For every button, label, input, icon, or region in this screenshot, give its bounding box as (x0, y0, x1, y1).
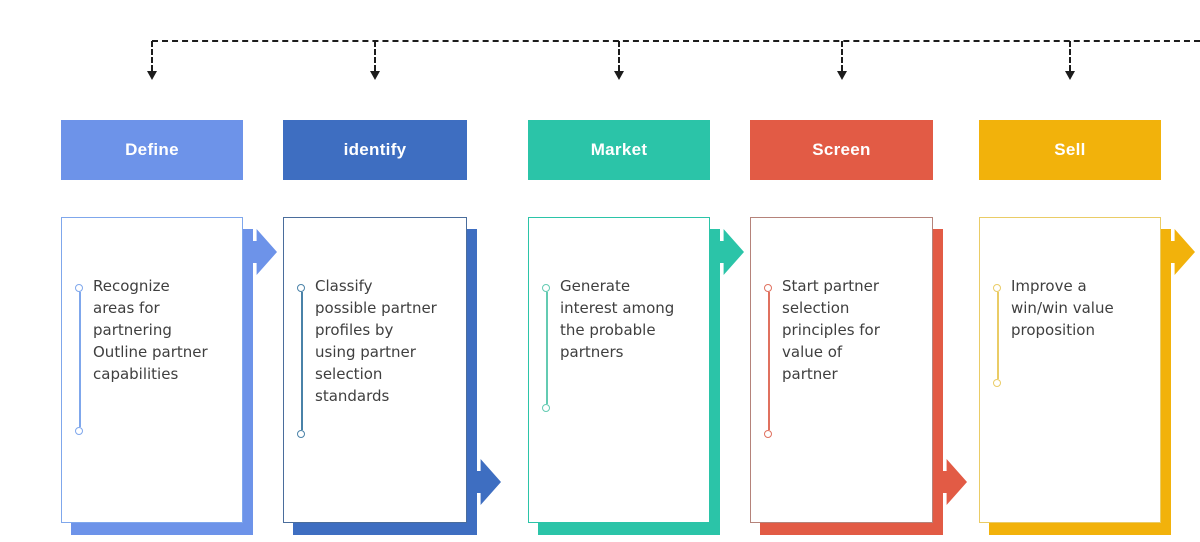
stage-description: Start partner selection principles for v… (782, 277, 880, 383)
stage-header: identify (283, 120, 467, 180)
marker-line (300, 292, 303, 430)
timeline-marker (75, 284, 85, 435)
stage-sell: Sell Improve a win/win value proposition (979, 0, 1195, 542)
stage-card: Improve a win/win value proposition (979, 217, 1161, 523)
stage-title: Sell (1054, 140, 1086, 159)
stage-card: Recognize areas for partnering Outline p… (61, 217, 243, 523)
stage-description: Improve a win/win value proposition (1011, 277, 1114, 339)
stage-card: Classify possible partner profiles by us… (283, 217, 467, 523)
stage-header: Screen (750, 120, 933, 180)
connector-arrowhead-icon (1065, 71, 1075, 80)
stage-header: Sell (979, 120, 1161, 180)
stage-identify: identify Classify possible partner profi… (283, 0, 501, 542)
stage-description: Classify possible partner profiles by us… (315, 277, 437, 405)
stage-title: identify (343, 140, 407, 159)
connector-drop-line (840, 41, 843, 71)
marker-line (545, 292, 548, 404)
connector-arrowhead-icon (836, 71, 847, 80)
stage-description: Generate interest among the probable par… (560, 277, 675, 361)
marker-top-dot (993, 284, 1001, 292)
stage-card: Start partner selection principles for v… (750, 217, 933, 523)
marker-line (78, 292, 81, 427)
stage-define: Define Recognize areas for partnering Ou… (61, 0, 277, 542)
marker-line (996, 292, 999, 379)
connector-drop-line (374, 41, 376, 71)
marker-bottom-dot (764, 430, 772, 438)
stage-title: Screen (812, 140, 871, 159)
marker-top-dot (297, 284, 305, 292)
connector-drop-line (151, 41, 153, 71)
stage-market: Market Generate interest among the proba… (528, 0, 744, 542)
connector-arrowhead-icon (147, 71, 157, 80)
stage-title: Market (590, 140, 648, 159)
stage-screen: Screen Start partner selection principle… (750, 0, 967, 542)
stage-header: Market (528, 120, 710, 180)
timeline-marker (764, 284, 774, 438)
connector-arrowhead-icon (370, 71, 380, 80)
marker-top-dot (764, 284, 772, 292)
stage-header: Define (61, 120, 243, 180)
marker-bottom-dot (993, 379, 1001, 387)
connector-arrowhead-icon (614, 71, 624, 80)
stage-description: Recognize areas for partnering Outline p… (93, 277, 208, 383)
timeline-marker (993, 284, 1003, 387)
marker-top-dot (75, 284, 83, 292)
marker-bottom-dot (542, 404, 550, 412)
connector-drop-line (1069, 41, 1071, 71)
marker-top-dot (542, 284, 550, 292)
timeline-marker (297, 284, 307, 438)
marker-bottom-dot (297, 430, 305, 438)
timeline-marker (542, 284, 552, 412)
connector-line (152, 40, 1200, 42)
stage-title: Define (125, 140, 179, 159)
stage-card: Generate interest among the probable par… (528, 217, 710, 523)
marker-bottom-dot (75, 427, 83, 435)
marker-line (767, 292, 770, 430)
connector-drop-line (618, 41, 620, 71)
